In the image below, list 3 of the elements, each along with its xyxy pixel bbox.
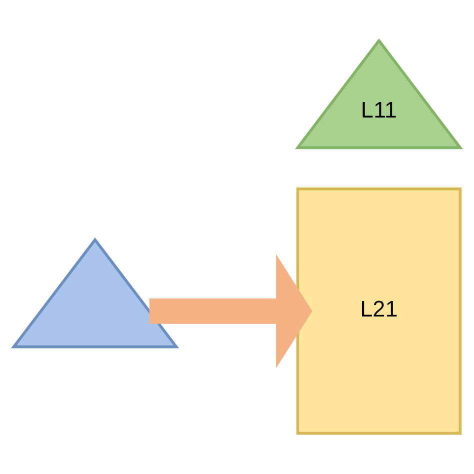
- node-triangle: [10, 237, 180, 348]
- node-box: L21: [296, 188, 462, 435]
- arrow: [149, 254, 312, 368]
